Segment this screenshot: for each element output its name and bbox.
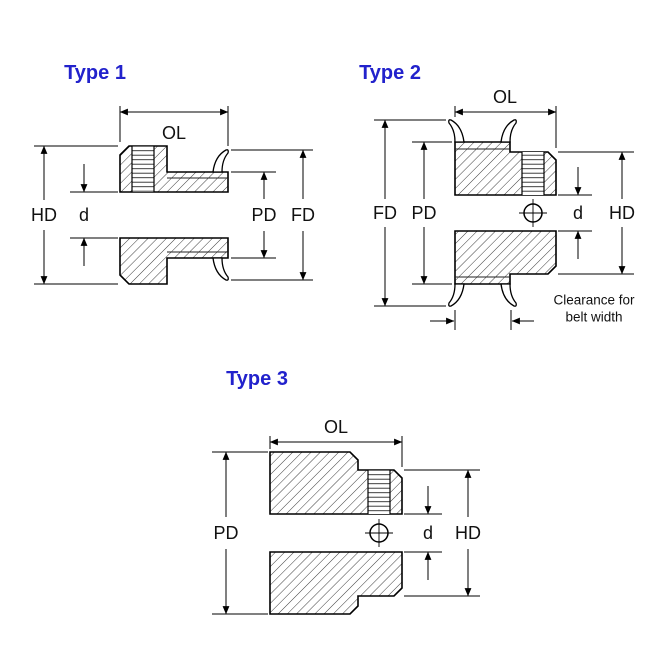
type2-dim-pd: PD (411, 141, 452, 285)
type1-dim-label-fd: FD (291, 205, 315, 225)
type2-flange-bottom-right (500, 283, 517, 307)
type2-dim-hd: HD (558, 151, 635, 275)
type2-flange-top-left (448, 119, 465, 143)
type1-dim-fd: FD (231, 149, 315, 281)
type1-dim-label-hd: HD (31, 205, 57, 225)
type2-drawing: Type 2 OL (359, 62, 635, 330)
type2-flange-top-right (500, 119, 517, 143)
type2-title: Type 2 (359, 62, 421, 84)
type1-dim-label-pd: PD (251, 205, 276, 225)
type1-set-screw-threads (131, 146, 155, 192)
type2-dim-d: d (558, 167, 592, 259)
type1-dim-ol: OL (119, 106, 229, 146)
type2-dim-ol: OL (454, 87, 557, 148)
type1-drawing: Type 1 OL HD (31, 62, 315, 285)
type3-dim-ol: OL (269, 417, 403, 467)
type2-set-screw-hole (519, 199, 547, 227)
type3-drawing: Type 3 OL PD (212, 368, 481, 615)
type2-dim-label-pd: PD (411, 203, 436, 223)
type3-title: Type 3 (226, 368, 288, 390)
type2-dim-label-hd: HD (609, 203, 635, 223)
type2-dim-label-d: d (573, 203, 583, 223)
type2-lower-section (454, 230, 557, 285)
type1-flange-bottom (212, 257, 229, 281)
type3-set-screw-threads (367, 470, 391, 514)
type2-dim-label-ol: OL (493, 87, 517, 107)
type2-dim-fd: FD (373, 119, 446, 307)
type2-flange-bottom-left (448, 283, 465, 307)
type1-dim-label-ol: OL (162, 123, 186, 143)
type1-title: Type 1 (64, 62, 126, 84)
type1-dim-d: d (70, 164, 118, 266)
type1-dim-hd: HD (31, 145, 118, 285)
type3-dim-d: d (404, 486, 442, 580)
type3-dim-label-hd: HD (455, 523, 481, 543)
type1-lower-section (119, 237, 229, 285)
type2-belt-clearance: Clearance for belt width (430, 293, 635, 330)
type2-set-screw-threads (521, 152, 545, 195)
type3-dim-label-d: d (423, 523, 433, 543)
type1-flange-top (212, 149, 229, 173)
type1-dim-pd: PD (231, 171, 277, 259)
type2-dim-label-fd: FD (373, 203, 397, 223)
type3-set-screw-hole (365, 519, 393, 547)
type1-dim-label-d: d (79, 205, 89, 225)
type2-note-line2: belt width (565, 310, 622, 325)
type3-dim-label-pd: PD (213, 523, 238, 543)
type3-dim-pd: PD (212, 451, 268, 615)
type3-dim-label-ol: OL (324, 417, 348, 437)
type2-note-line1: Clearance for (553, 293, 635, 308)
type3-dim-hd: HD (404, 469, 481, 597)
type3-lower-section (269, 551, 403, 615)
